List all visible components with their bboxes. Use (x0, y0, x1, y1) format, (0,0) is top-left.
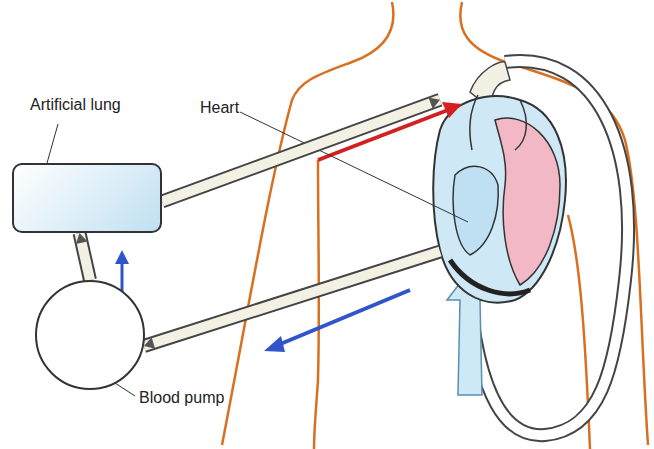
node-label: Artificial lung (30, 95, 121, 114)
arrowhead (429, 98, 441, 109)
arrowhead (144, 337, 155, 349)
node-label: Heart (200, 98, 239, 117)
tube-connector (144, 252, 440, 349)
artificial-lung-box: Artificial lung (12, 163, 162, 233)
arrowhead (76, 233, 88, 244)
tube-connector (76, 233, 90, 280)
tube-connector (162, 98, 440, 202)
heart-illustration (433, 62, 566, 303)
node-label: Blood pump (139, 388, 224, 407)
blood-pump-circle: Blood pump (35, 280, 145, 390)
heart-region: Heart (440, 80, 570, 300)
body-outline (222, 2, 648, 449)
